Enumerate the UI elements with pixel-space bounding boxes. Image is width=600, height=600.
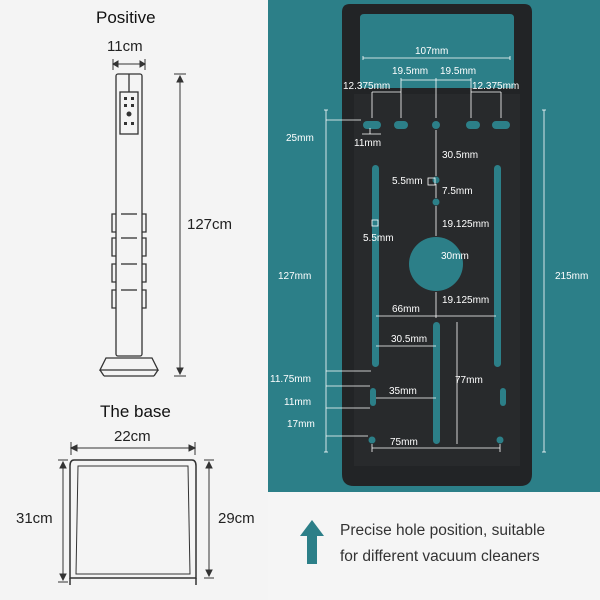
- column-drawing: [98, 73, 160, 377]
- slot-left: [372, 165, 379, 367]
- dim-66: 66mm: [392, 304, 420, 315]
- hook-4: [111, 289, 147, 309]
- caption-line-2: for different vacuum cleaners: [340, 548, 540, 565]
- hole-large: [409, 237, 463, 291]
- hole-center-top: [432, 121, 440, 129]
- base-depth-right-label: 29cm: [218, 510, 255, 527]
- dim-7-5: 7.5mm: [442, 186, 473, 197]
- caption-panel: Precise hole position, suitable for diff…: [268, 492, 600, 600]
- dim-25: 25mm: [286, 133, 314, 144]
- hole-slot-2: [394, 121, 408, 129]
- dim-19-5-b: 19.5mm: [440, 66, 477, 77]
- hole-corner-right: [496, 436, 504, 444]
- base-drawing: [69, 459, 197, 585]
- arrow-up-icon: [300, 520, 324, 564]
- dim-127: 127mm: [278, 271, 312, 282]
- dim-30-5-mid: 30.5mm: [391, 334, 428, 345]
- base-width-dimension: [69, 442, 197, 455]
- dim-19-125-b: 19.125mm: [442, 295, 490, 306]
- column-height-label: 127cm: [187, 216, 233, 233]
- dim-11-75: 11.75mm: [270, 374, 311, 385]
- hole-slot-4: [492, 121, 510, 129]
- hook-1: [111, 213, 147, 233]
- dim-12-375-a: 12.375mm: [343, 81, 391, 92]
- hole-corner-left: [368, 436, 376, 444]
- dim-215: 215mm: [555, 271, 589, 282]
- dim-11-top: 11mm: [354, 138, 382, 149]
- dim-19-125-a: 19.125mm: [442, 219, 490, 230]
- column-height-dimension: [174, 73, 186, 377]
- caption-text: Precise hole position, suitable for diff…: [340, 518, 545, 570]
- right-panel: 107mm 19.5mm 19.5mm 12.375mm 12.375mm 25…: [268, 0, 600, 600]
- dim-17: 17mm: [287, 419, 315, 430]
- hole-small-1: [432, 176, 440, 184]
- hook-3: [111, 263, 147, 283]
- hole-slot-1: [363, 121, 381, 129]
- dim-12-375-b: 12.375mm: [472, 81, 520, 92]
- dim-30-5-top: 30.5mm: [442, 150, 479, 161]
- hook-2: [111, 237, 147, 257]
- dim-30: 30mm: [441, 251, 469, 262]
- dim-75: 75mm: [390, 437, 418, 448]
- mounting-plate-drawing: [324, 4, 546, 486]
- base-width-label: 22cm: [114, 428, 151, 445]
- positive-title: Positive: [96, 8, 156, 27]
- caption-line-1: Precise hole position, suitable: [340, 522, 546, 539]
- dimension-lines: [324, 56, 546, 453]
- slot-right: [494, 165, 501, 367]
- hole-slot-3: [466, 121, 480, 129]
- column-width-dimension: [112, 59, 146, 70]
- dim-77: 77mm: [455, 375, 483, 386]
- base-depth-left-label: 31cm: [16, 510, 53, 527]
- top-holes: [363, 121, 510, 444]
- dim-19-5-a: 19.5mm: [392, 66, 429, 77]
- dim-107: 107mm: [415, 46, 449, 57]
- mount-holes: [124, 97, 134, 125]
- left-drawings: [58, 59, 214, 585]
- base-title: The base: [100, 402, 171, 421]
- base-outline: [69, 459, 197, 579]
- dim-11-mid: 11mm: [284, 397, 312, 408]
- dim-5-5-a: 5.5mm: [392, 176, 423, 187]
- dim-35: 35mm: [389, 386, 417, 397]
- column-foot: [98, 357, 160, 371]
- base-depth-right-dimension: [204, 459, 214, 579]
- hole-bottom-left: [370, 388, 376, 406]
- slot-center: [433, 322, 440, 444]
- dim-5-5-b: 5.5mm: [363, 233, 394, 244]
- handle-cutout: [360, 14, 514, 88]
- column-width-label: 11cm: [107, 38, 143, 55]
- base-depth-left-dimension: [58, 459, 68, 583]
- hole-small-2: [432, 198, 440, 206]
- hole-bottom-right: [500, 388, 506, 406]
- left-panel: Positive 11cm 127cm The base 22cm 31cm 2…: [0, 0, 268, 600]
